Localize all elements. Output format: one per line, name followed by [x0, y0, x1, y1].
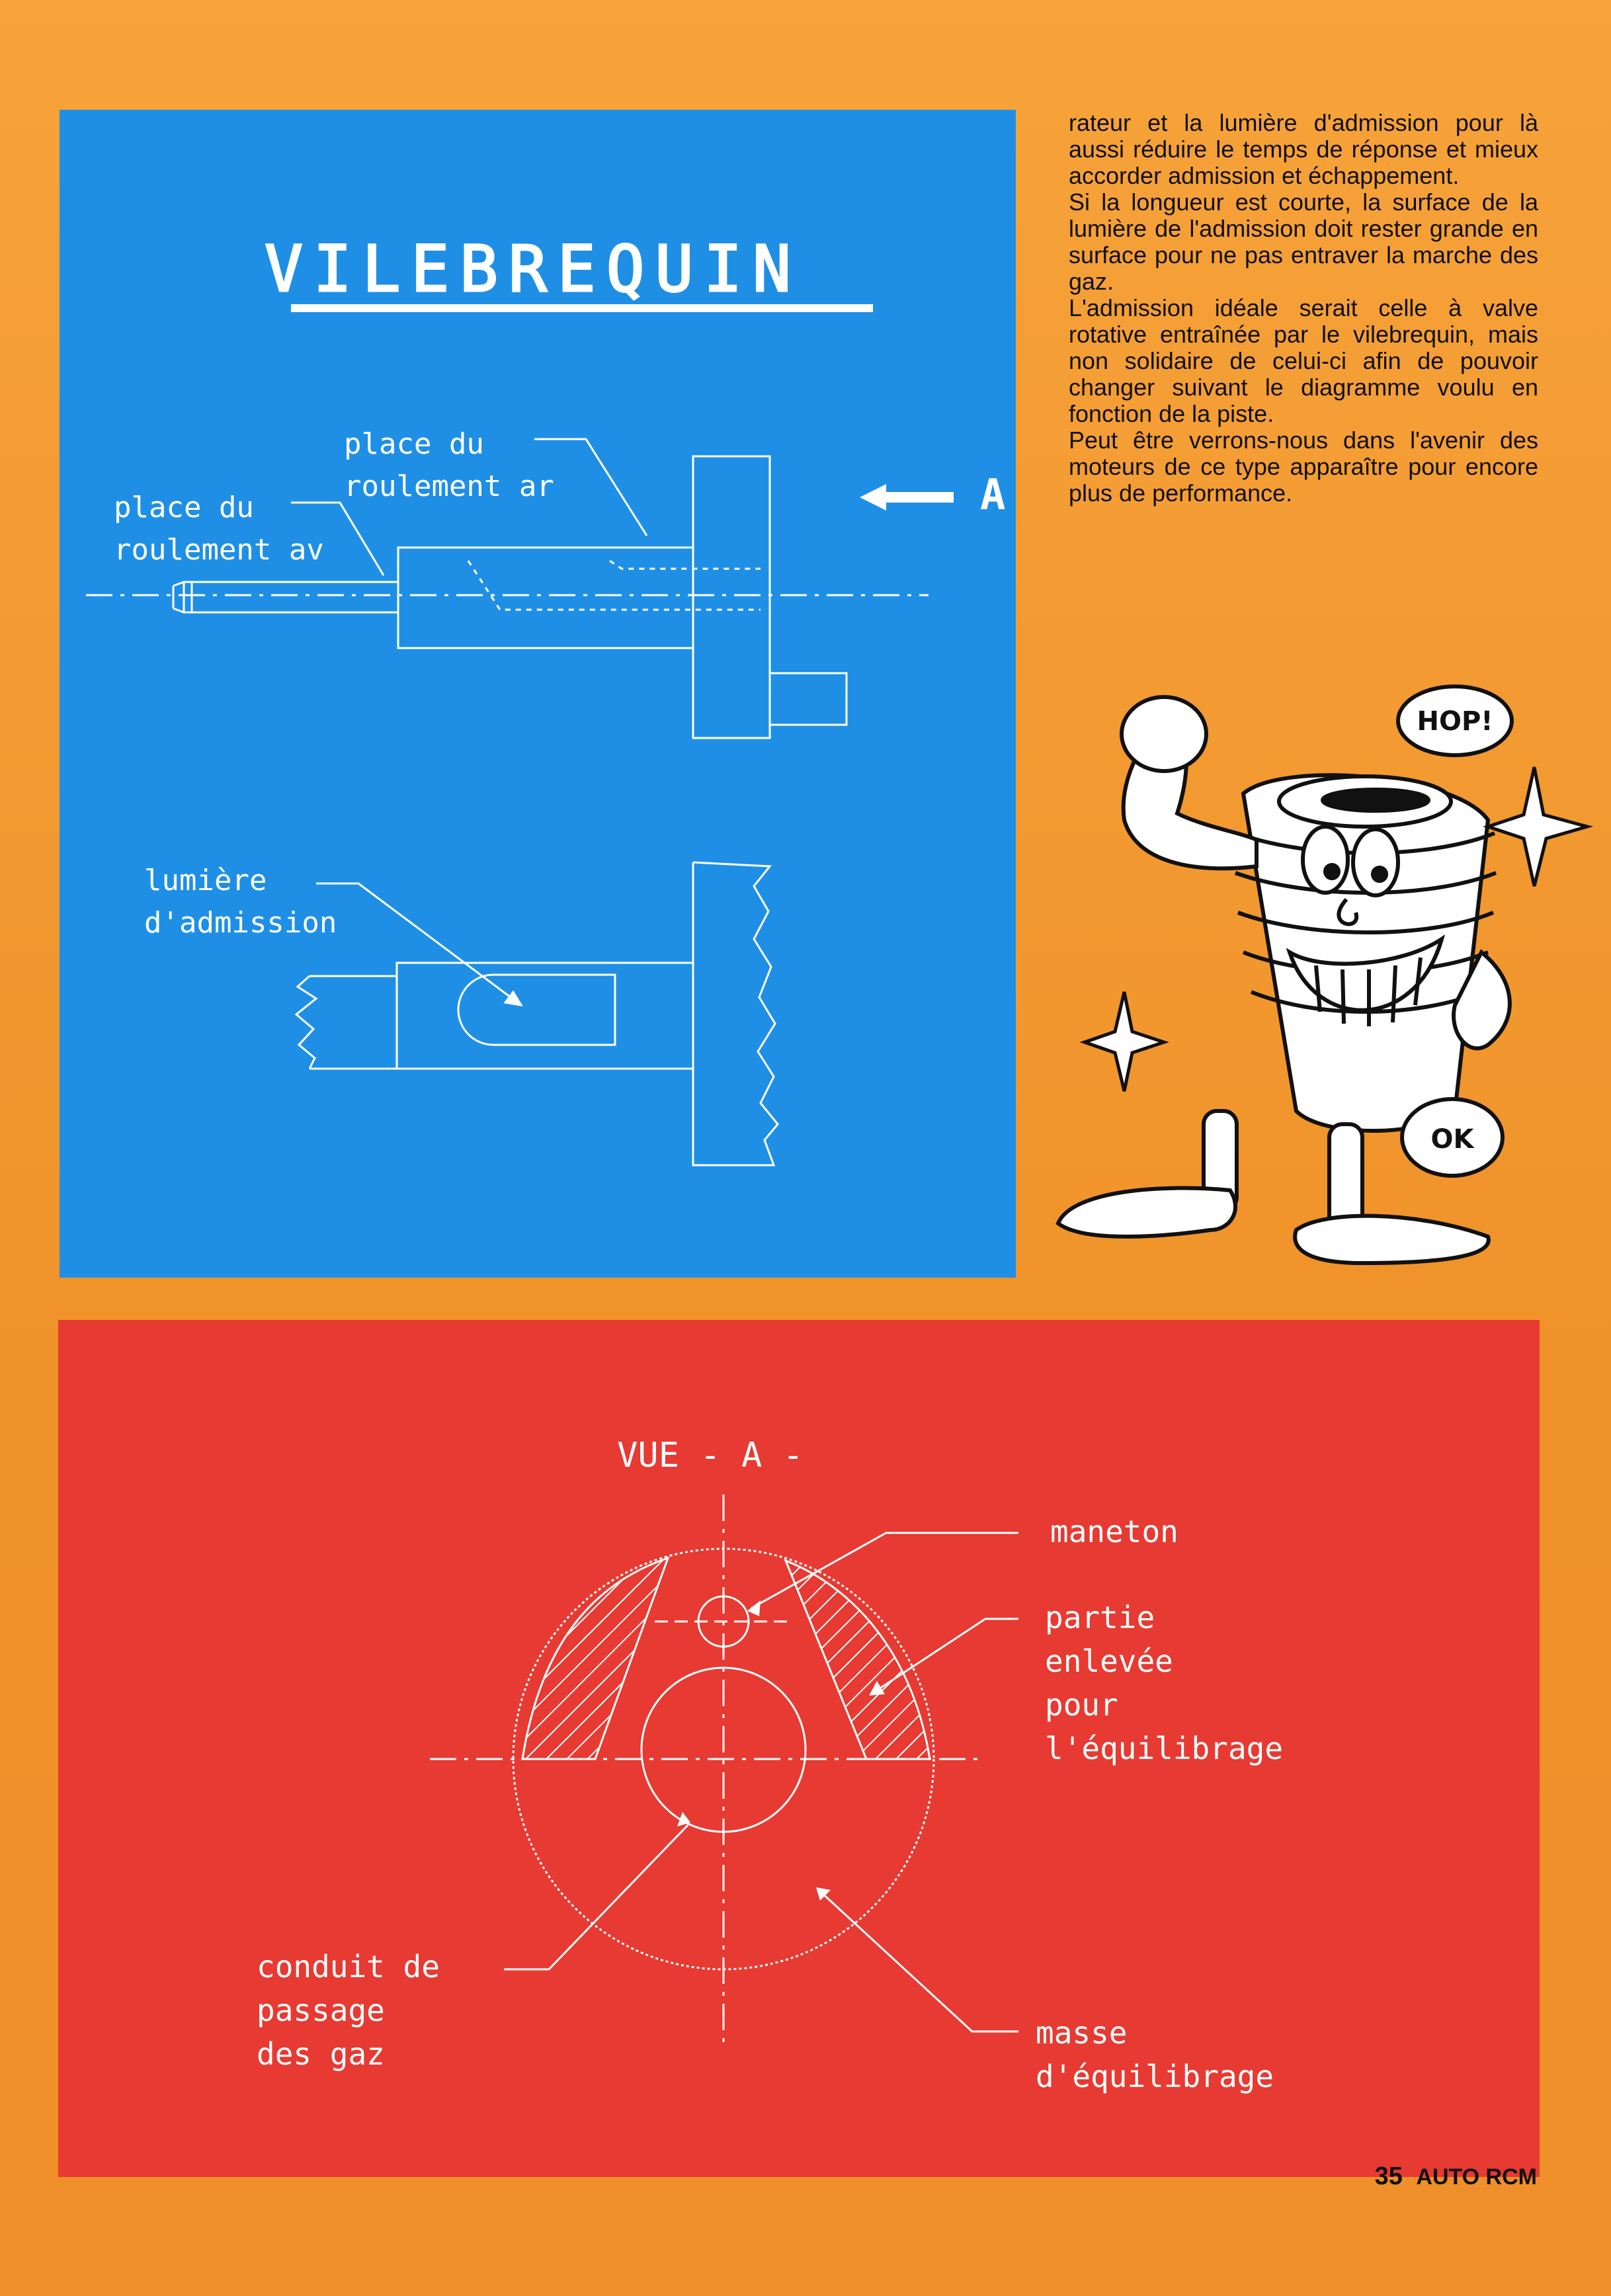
gas-duct-label-line3: des gaz: [257, 2036, 385, 2072]
removed-part-label-line2: enlevée: [1045, 1643, 1173, 1679]
view-arrow-a: A: [860, 471, 1006, 520]
crankpin-label: maneton: [1050, 1514, 1178, 1549]
sparkle-icon: [1079, 991, 1169, 1092]
rear-bearing-label-line2: roulement ar: [344, 470, 554, 503]
rear-bearing-leader: [534, 438, 648, 536]
speech-bubble-hop: HOP!: [1396, 684, 1514, 757]
inlet-port-label-line1: lumière: [144, 864, 267, 897]
title-underline: [291, 304, 873, 312]
view-a-drawing: [430, 1495, 1018, 2050]
page-footer: 35 AUTO RCM: [1375, 2162, 1537, 2191]
gas-duct-label-line2: passage: [257, 1992, 385, 2028]
gas-duct-label-line1: conduit de: [257, 1949, 440, 1985]
speech-ok-text: OK: [1431, 1124, 1475, 1155]
balance-mass-label-line1: masse: [1036, 2015, 1127, 2051]
page-number: 35: [1374, 2162, 1403, 2190]
view-a-diagram-panel: [58, 1320, 1540, 2177]
view-arrow-label: A: [980, 471, 1006, 520]
cartoon-character: [1055, 695, 1512, 1266]
inlet-port-label-line2: d'admission: [144, 906, 337, 940]
sparkle-icon: [1483, 766, 1594, 887]
view-a-arrowheads: [677, 1600, 885, 1901]
article-paragraph: Peut être verrons-nous dans l'avenir des…: [1069, 427, 1538, 507]
front-bearing-label-line2: roulement av: [114, 533, 324, 567]
crankshaft-title: VILEBREQUIN: [265, 232, 802, 306]
speech-hop-text: HOP!: [1417, 706, 1493, 737]
view-a-title: VUE - A -: [617, 1436, 804, 1475]
inlet-port-detail: [294, 861, 779, 1167]
article-paragraph: Si la longueur est courte, la surface de…: [1069, 188, 1538, 295]
article-text: rateur et la lumière d'admission pour là…: [1069, 110, 1538, 507]
magazine-name: AUTO RCM: [1416, 2164, 1537, 2190]
front-bearing-leader: [291, 501, 385, 576]
rear-bearing-label-line1: place du: [344, 427, 484, 461]
article-paragraph: rateur et la lumière d'admission pour là…: [1069, 109, 1538, 189]
removed-part-label-line1: partie: [1045, 1600, 1155, 1635]
balance-mass-label-line2: d'équilibrage: [1036, 2059, 1274, 2094]
crankshaft-side-view: [86, 438, 929, 739]
front-bearing-label-line1: place du: [114, 491, 254, 524]
removed-part-label-line4: l'équilibrage: [1045, 1731, 1283, 1766]
removed-part-label-line3: pour: [1045, 1687, 1118, 1723]
article-paragraph: L'admission idéale serait celle à valve …: [1069, 294, 1538, 427]
speech-bubble-ok: OK: [1400, 1097, 1505, 1178]
